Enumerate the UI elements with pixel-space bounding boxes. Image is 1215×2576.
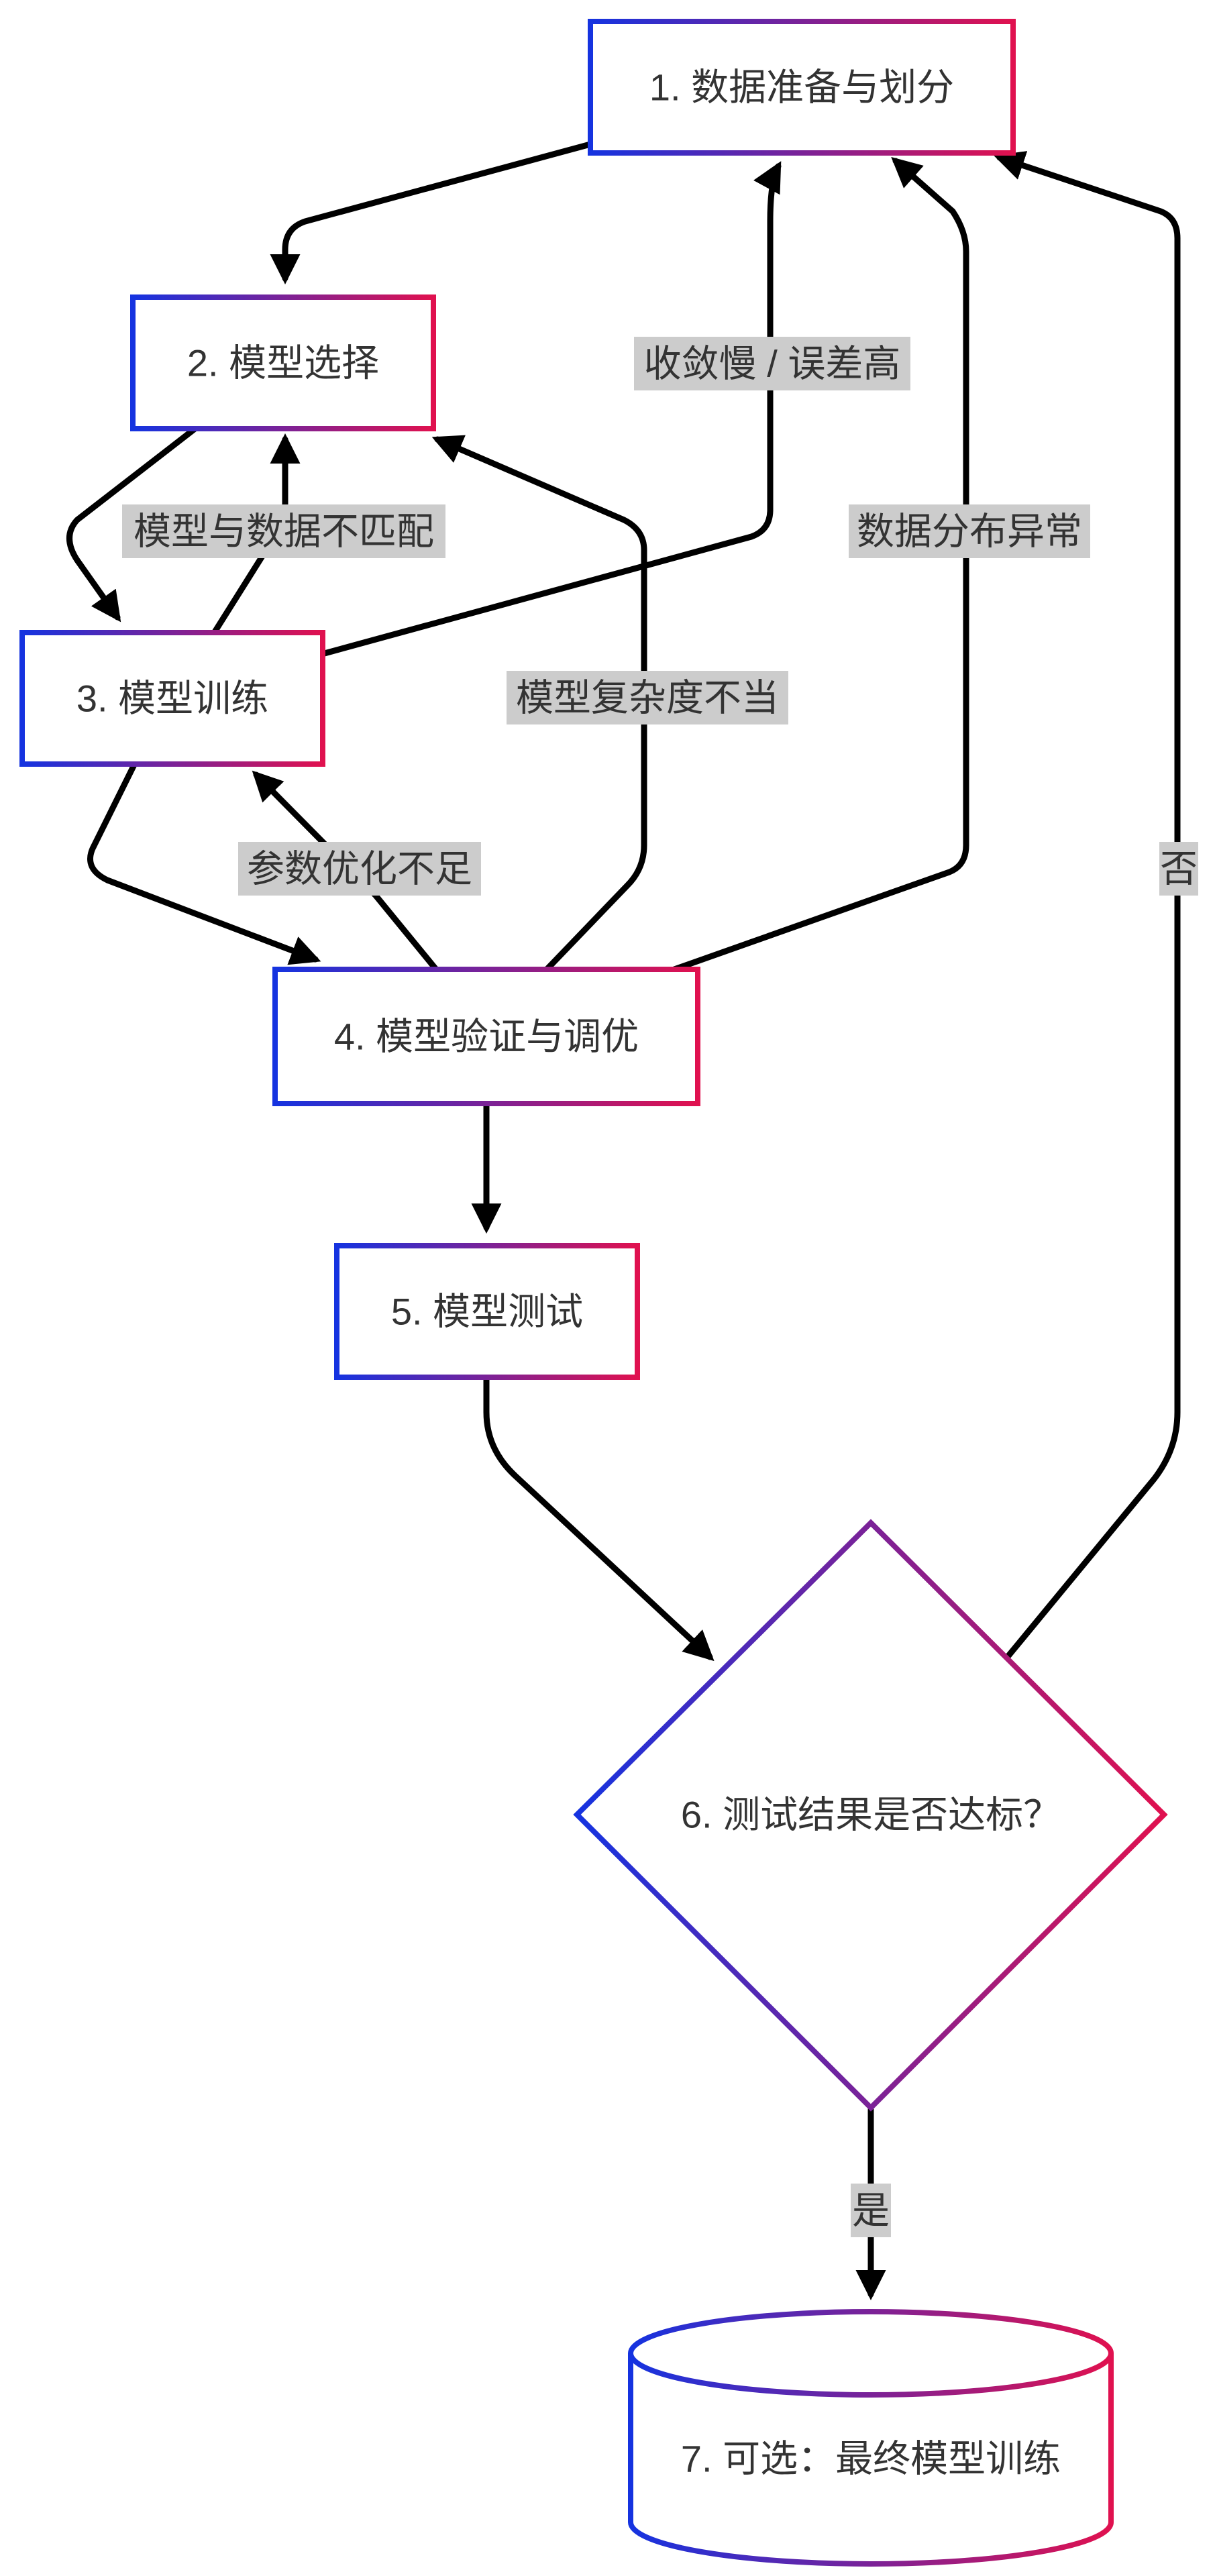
- edge-label-no: 否: [1159, 842, 1198, 896]
- node-model-training[interactable]: 3. 模型训练: [19, 630, 325, 767]
- node-decision-label: 6. 测试结果是否达标？: [681, 1794, 1061, 1836]
- node-validation-tuning-label: 4. 模型验证与调优: [334, 1016, 639, 1058]
- node-validation-tuning[interactable]: 4. 模型验证与调优: [272, 967, 700, 1106]
- edge-label-mismatch: 模型与数据不匹配: [122, 504, 445, 558]
- edge-label-param-opt-text: 参数优化不足: [247, 848, 472, 890]
- node-final-training-label: 7. 可选：最终模型训练: [681, 2438, 1061, 2480]
- edge-label-yes: 是: [851, 2184, 891, 2237]
- edge-label-data-distribution-text: 数据分布异常: [857, 511, 1082, 553]
- node-model-training-label: 3. 模型训练: [76, 678, 268, 720]
- edge-n5-to-n6: [483, 1374, 715, 1662]
- edge-n3-to-n1: [319, 161, 782, 657]
- edge-label-no-text: 否: [1160, 848, 1198, 890]
- edge-label-param-opt: 参数优化不足: [238, 842, 481, 896]
- node-model-testing-label: 5. 模型测试: [391, 1291, 583, 1333]
- edge-label-complexity-text: 模型复杂度不当: [516, 677, 779, 719]
- node-decision[interactable]: 6. 测试结果是否达标？: [573, 1519, 1168, 2112]
- edge-n4-to-n2: [431, 435, 647, 973]
- node-model-selection[interactable]: 2. 模型选择: [130, 294, 436, 431]
- edge-label-yes-text: 是: [852, 2190, 890, 2232]
- edge-n1-to-n2: [270, 141, 594, 284]
- node-model-testing[interactable]: 5. 模型测试: [334, 1243, 640, 1380]
- edge-label-slow-convergence-text: 收敛慢 / 误差高: [644, 343, 901, 385]
- edge-n3-to-n4: [87, 761, 321, 965]
- edges: [66, 141, 1181, 2300]
- edge-label-mismatch-text: 模型与数据不匹配: [134, 511, 434, 553]
- node-final-training[interactable]: 7. 可选：最终模型训练: [628, 2309, 1114, 2567]
- node-model-selection-label: 2. 模型选择: [187, 342, 379, 384]
- edge-n2-to-n3: [66, 425, 199, 623]
- edge-n6-to-n1: [994, 151, 1181, 1662]
- edge-n4-to-n1: [671, 157, 969, 973]
- edge-label-data-distribution: 数据分布异常: [849, 504, 1090, 558]
- node-data-prep-label: 1. 数据准备与划分: [649, 66, 954, 109]
- node-data-prep[interactable]: 1. 数据准备与划分: [588, 19, 1016, 156]
- edge-label-complexity: 模型复杂度不当: [507, 671, 788, 724]
- edge-label-slow-convergence: 收敛慢 / 误差高: [634, 337, 910, 390]
